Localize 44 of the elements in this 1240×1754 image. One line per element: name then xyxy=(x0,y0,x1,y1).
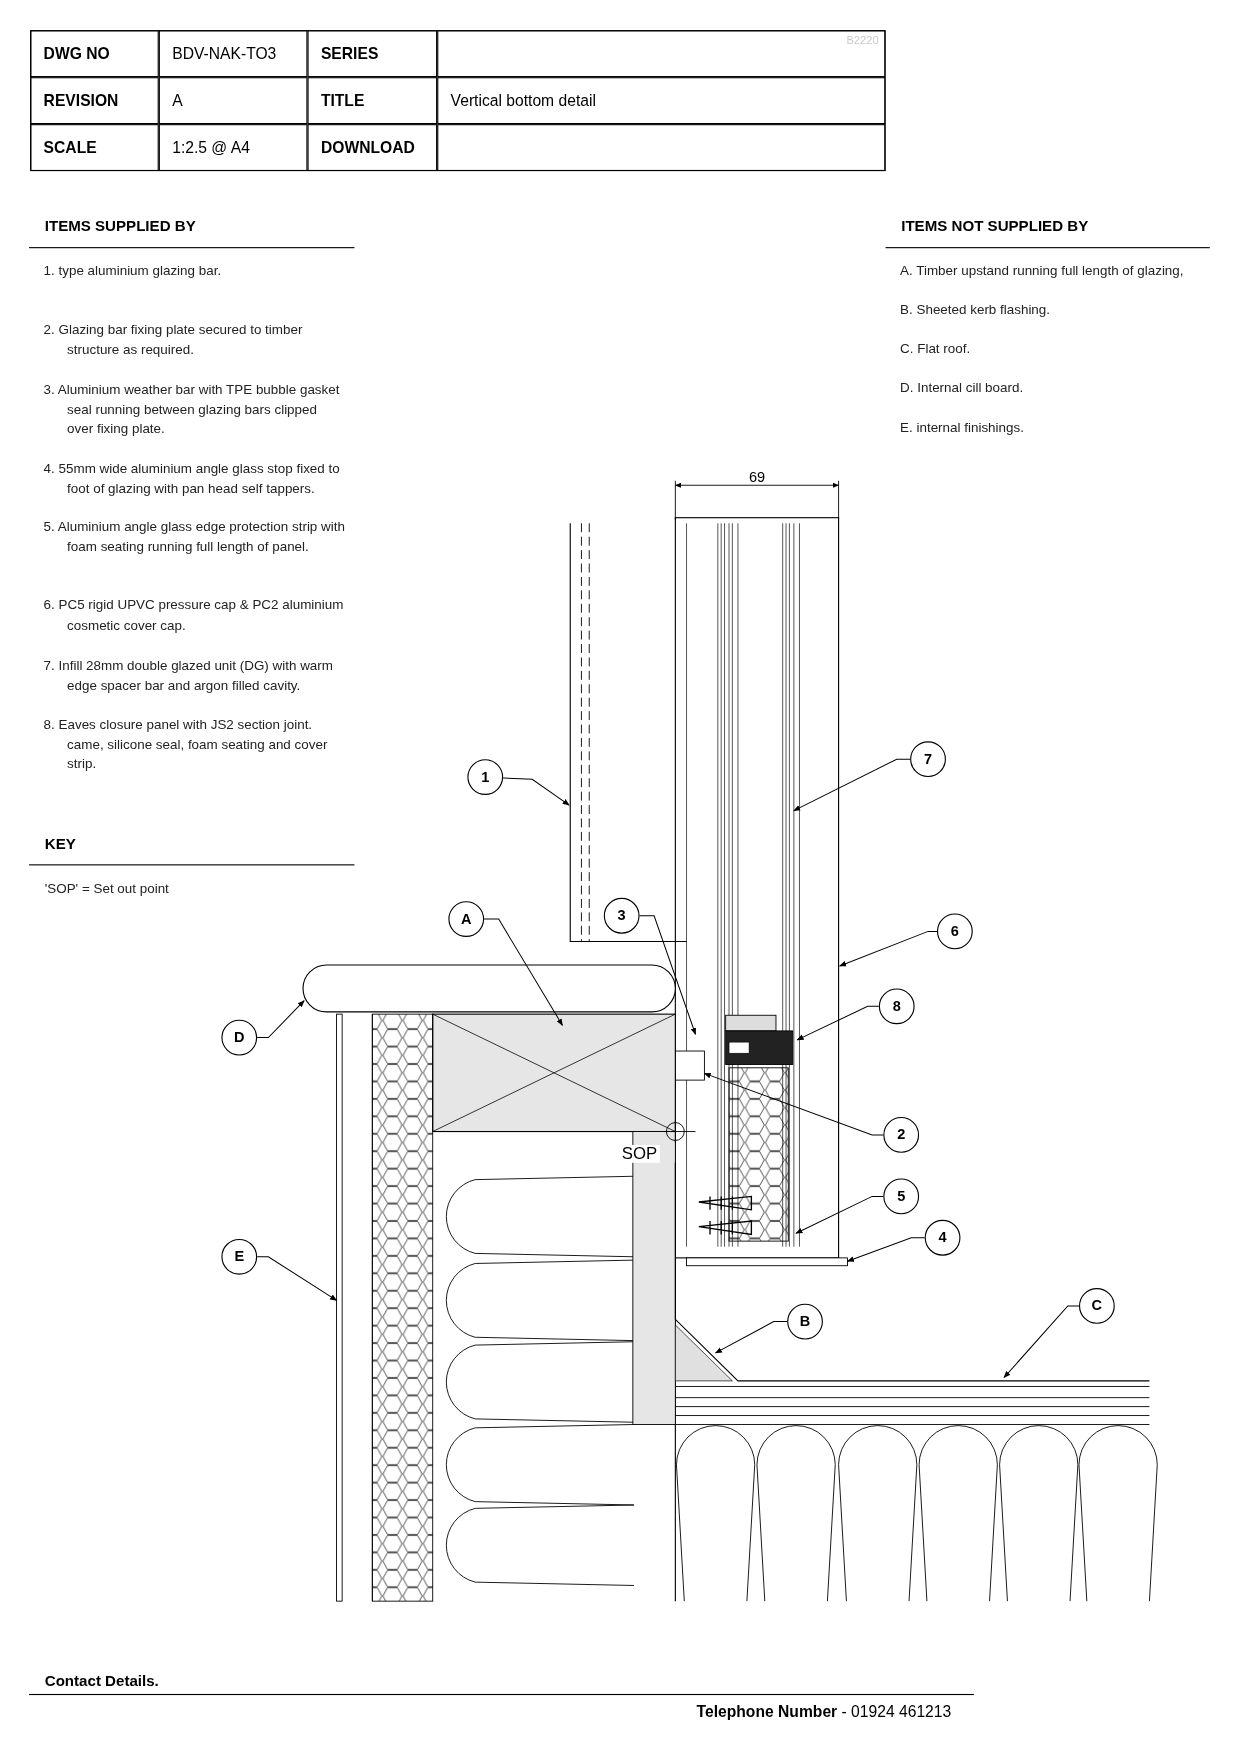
table-header: DOWNLOAD xyxy=(320,137,415,158)
list-item: 7. Infill 28mm double glazed unit (DG) with warm edge spacer bar and argon filled cavity. xyxy=(43,656,334,695)
table-value: Vertical bottom detail xyxy=(450,90,596,111)
list-item: 1. type aluminium glazing bar. xyxy=(43,261,223,281)
telephone-number: Telephone Number - 01924 461213 xyxy=(696,1701,952,1723)
table-header: DWG NO xyxy=(43,43,110,65)
list-item: 3. Aluminium weather bar with TPE bubble gasket seal running between glazing bars clipped over fixing plate. xyxy=(43,380,341,439)
list-item: D. Internal cill board. xyxy=(900,379,1025,398)
list-item: 8. Eaves closure panel with JS2 section joint. came, silicone seal, foam seating and cover strip. xyxy=(43,715,329,774)
table-header: SERIES xyxy=(320,43,379,65)
leader-line xyxy=(483,918,563,1026)
section-heading: KEY xyxy=(44,834,76,854)
section-heading: ITEMS NOT SUPPLIED BY xyxy=(901,217,1089,237)
table-header: TITLE xyxy=(320,90,365,111)
list-item: A. Timber upstand running full length of glazing, xyxy=(900,261,1185,281)
leader-line xyxy=(1003,1305,1080,1379)
leader-line xyxy=(703,1072,884,1136)
leader-line xyxy=(846,1237,926,1262)
leader-line xyxy=(839,930,938,967)
list-item: 6. PC5 rigid UPVC pressure cap & PC2 aluminium cosmetic cover cap. xyxy=(43,596,345,635)
list-item: 5. Aluminium angle glass edge protection strip with foam seating running full length of panel. xyxy=(43,517,346,557)
table-value: 1:2.5 @ A4 xyxy=(172,137,250,158)
dimension-value: 69 xyxy=(748,467,766,488)
list-item: 2. Glazing bar fixing plate secured to timber structure as required. xyxy=(43,321,304,360)
table-header: REVISION xyxy=(43,90,119,111)
leader-line xyxy=(502,777,570,806)
leader-line xyxy=(715,1321,788,1354)
leader-line xyxy=(796,1005,880,1041)
leader-line xyxy=(256,1000,305,1039)
list-item: 4. 55mm wide aluminium angle glass stop fixed to foot of glazing with pan head self tappers. xyxy=(43,459,341,498)
key-note: 'SOP' = Set out point xyxy=(44,880,169,899)
list-item: B. Sheeted kerb flashing. xyxy=(900,300,1051,320)
list-item: C. Flat roof. xyxy=(900,340,972,359)
list-item: E. internal finishings. xyxy=(900,418,1025,437)
set-out-point-label: SOP xyxy=(619,1144,660,1163)
leader-line xyxy=(795,1195,884,1234)
leader-line xyxy=(256,1256,338,1301)
table-value: A xyxy=(172,90,183,111)
table-header: SCALE xyxy=(43,137,97,158)
leader-line xyxy=(793,758,911,812)
leader-line xyxy=(639,915,697,1035)
contact-heading: Contact Details. xyxy=(44,1671,159,1692)
table-value: BDV-NAK-TO3 xyxy=(172,43,277,65)
section-heading: ITEMS SUPPLIED BY xyxy=(44,217,196,237)
